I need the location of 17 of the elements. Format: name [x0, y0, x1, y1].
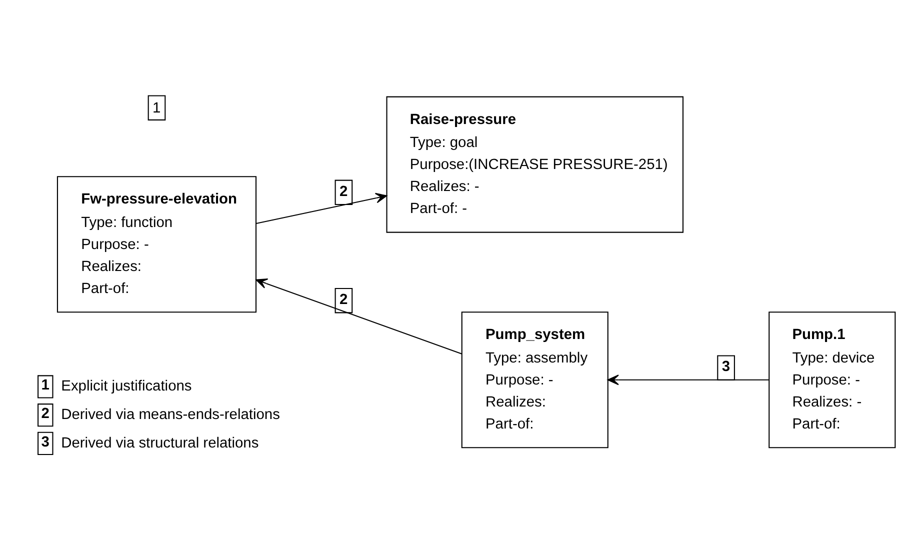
node-box: Pump.1 Type: device Purpose: - Realizes: - Part-of: [768, 311, 896, 448]
edge-label: 2 [340, 183, 348, 200]
label: 2 [41, 405, 50, 422]
arrow [256, 278, 462, 354]
arrow [607, 374, 769, 385]
label: 1 [41, 377, 50, 394]
arrow [256, 192, 388, 224]
node-box: Raise-pressure Type: goal Purpose:(INCREASE PRESSURE-251) Realizes: - Part-of: - [386, 96, 684, 232]
edge-label: 2 [340, 291, 348, 308]
node-box: Pump_system Type: assembly Purpose: - Realizes: Part-of: [461, 311, 608, 448]
label: 1 [152, 100, 161, 116]
legend-label: Explicit justifications [61, 378, 192, 394]
legend-label: Derived via means-ends-relations [61, 406, 280, 422]
legend-label: Derived via structural relations [61, 434, 259, 451]
node-box: Fw-pressure-elevation Type: function Purpose: - Realizes: Part-of: [56, 176, 257, 312]
label: 3 [41, 434, 50, 450]
edge-label: 3 [722, 358, 730, 375]
